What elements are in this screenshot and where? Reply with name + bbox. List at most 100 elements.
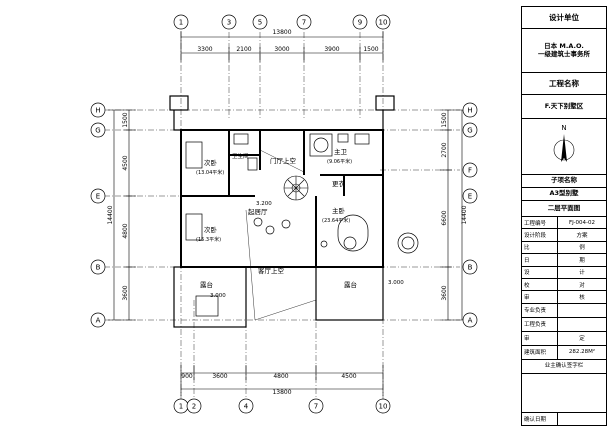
title-block: 设计单位 日本 M.A.O. 一级建筑士事务所 工程名称 F.天下别墅区 N 子… [521,6,607,426]
svg-text:N: N [561,124,566,132]
subproject-label: 子项名称 [522,175,606,188]
level-mark: 3.200 [256,201,272,207]
dim-right-1: 1500 [441,112,448,127]
pm-label: 工程负责 [522,317,558,331]
info-value: 例 [579,245,585,252]
prof-row: 专业负责 [522,303,606,318]
room-bedroom1: 次卧 [204,158,218,167]
room-foyer-void: 门厅上空 [270,156,297,165]
pm-row: 工程负责 [522,317,606,332]
grid-bubble-bottom: 2 [186,398,202,414]
approve-row: 审定 [522,331,606,346]
svg-text:4: 4 [244,403,249,411]
grid-bubble-top: 3 [221,14,237,30]
svg-text:10: 10 [379,19,388,27]
floor-plan-drawing: 13800 3300 2100 3000 3900 1500 900 3600 … [90,14,478,414]
room-bathroom: 卫生间 [232,152,249,160]
info-row: 设计 [522,266,606,279]
dim-bottom-1: 900 [181,373,193,380]
svg-text:5: 5 [258,19,262,27]
grid-bubble-right: A [462,312,478,328]
info-key: 日 [522,254,558,266]
design-unit-label: 设计单位 [522,7,606,29]
confirm-date-label: 确认日期 [522,412,558,425]
info-key: 审 [522,291,558,303]
grid-bubble-left: G [90,122,106,138]
drawing-no: FJ-004-02 [568,219,596,226]
svg-text:A: A [468,317,473,325]
svg-text:G: G [467,127,472,135]
room-living-void: 客厅上空 [258,266,285,275]
owner-confirm: 业主确认签字栏 [522,360,606,374]
room-terrace1: 露台 [200,280,213,289]
info-key: 比 [522,241,558,254]
info-key: 设 [522,266,558,278]
info-row: 校对 [522,279,606,292]
grid-bubble-right: G [462,122,478,138]
svg-text:B: B [96,264,101,272]
company-line1: 日本 M.A.O. [544,41,584,50]
confirm-date-value [558,413,606,425]
dim-top-4: 3900 [324,46,339,53]
svg-text:3: 3 [227,19,231,27]
dim-bottom-total: 13800 [272,389,291,396]
room-study: 起居厅 [248,208,268,216]
drawing-no-label: 工程编号 [522,217,558,229]
grid-bubble-right: H [462,102,478,118]
info-value: 核 [579,295,585,302]
grid-bubble-bottom: 10 [375,398,391,414]
room-dressing: 更衣 [332,179,346,188]
terrace2-elev: 3.000 [388,280,404,286]
grid-bubble-top: 7 [296,14,312,30]
svg-text:1: 1 [179,19,183,27]
grid-bubble-top: 10 [375,14,391,30]
info-value: 期 [579,257,585,264]
svg-text:10: 10 [379,403,388,411]
dim-top-3: 3000 [274,46,289,53]
prof-label: 专业负责 [522,303,558,317]
grid-bubble-top: 5 [252,14,268,30]
svg-text:H: H [95,107,100,115]
project-name: F.天下别墅区 [522,95,606,119]
grid-bubble-bottom: 7 [308,398,324,414]
room-bedroom2-area: (15.3平米) [196,236,221,243]
svg-text:7: 7 [314,403,318,411]
dim-right-4: 3600 [441,285,448,300]
approve-value: 定 [579,336,585,343]
area-label: 建筑面积 [522,345,558,359]
room-master-bed-area: (23.64平米) [322,217,350,224]
prof-value [558,304,606,317]
dim-top-5: 1500 [363,46,378,53]
north-arrow-icon: N [553,124,575,162]
room-bedroom1-area: (13.04平米) [196,169,224,176]
dim-top-2: 2100 [236,46,251,53]
grid-bubble-top: 9 [352,14,368,30]
grid-bubble-right: F [462,162,478,178]
svg-text:A: A [96,317,101,325]
svg-text:1: 1 [179,403,183,411]
company-line2: 一级建筑士事务所 [538,49,590,58]
grid-bubble-right: E [462,188,478,204]
dim-left-2: 4500 [122,155,129,170]
svg-text:2: 2 [192,403,196,411]
dim-left-4: 3600 [122,285,129,300]
room-bedroom2: 次卧 [204,225,218,234]
svg-text:B: B [468,264,473,272]
subproject-name: A3型别墅 [522,188,606,201]
stage-row: 设计阶段 方案 [522,229,606,242]
owner-sign-area [522,374,606,413]
dim-bottom-4: 4500 [341,373,356,380]
stage-label: 设计阶段 [522,229,558,241]
dim-left-total: 14400 [107,205,114,224]
room-terrace2: 露台 [344,280,357,289]
dim-top-total: 13800 [272,29,291,36]
svg-text:E: E [96,193,100,201]
info-row: 日期 [522,254,606,267]
svg-text:9: 9 [358,19,362,27]
dim-left-3: 4800 [122,223,129,238]
grid-bubble-left: B [90,259,106,275]
confirm-date-row: 确认日期 [522,412,606,425]
svg-text:H: H [467,107,472,115]
grid-bubble-left: A [90,312,106,328]
